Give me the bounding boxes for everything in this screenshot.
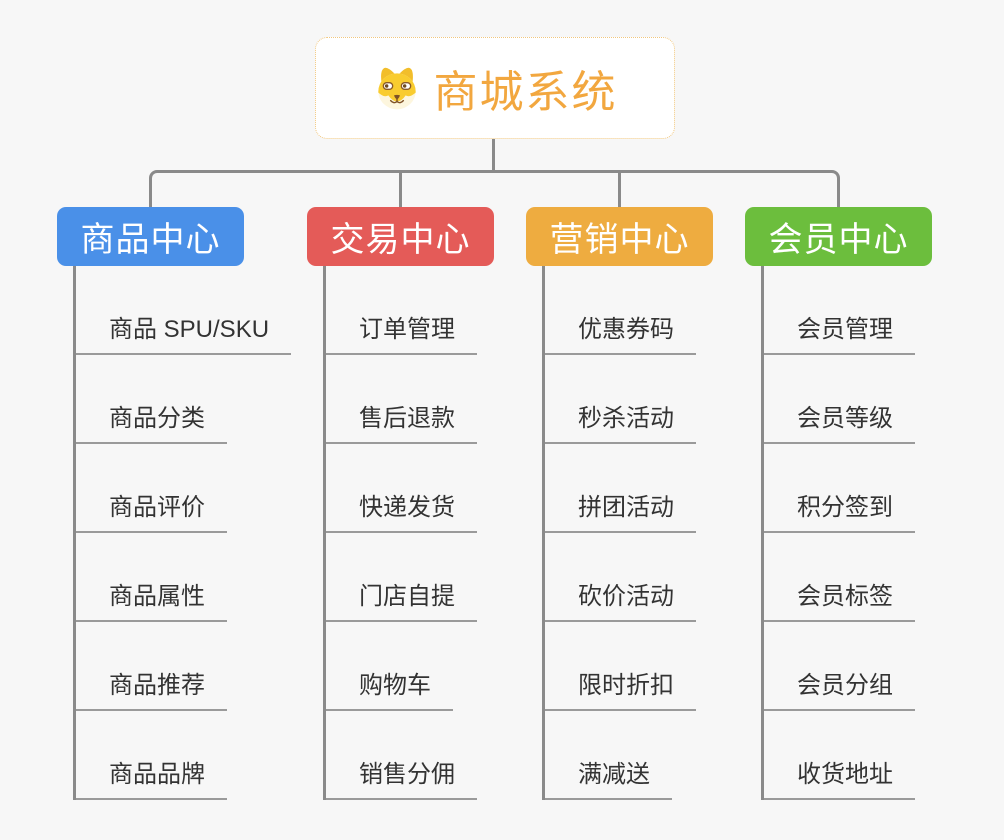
child-row: 秒杀活动 [545, 355, 713, 444]
branch-children-trade-center: 订单管理售后退款快递发货门店自提购物车销售分佣 [323, 266, 494, 800]
child-node[interactable]: 商品 SPU/SKU [76, 309, 292, 355]
connector-drop-marketing [618, 172, 621, 208]
child-node[interactable]: 满减送 [545, 754, 672, 800]
branch-header-member-center[interactable]: 会员中心 [745, 207, 932, 266]
child-row: 限时折扣 [545, 622, 713, 711]
root-node[interactable]: 商城系统 [315, 37, 675, 139]
child-row: 商品推荐 [76, 622, 244, 711]
child-node[interactable]: 快递发货 [326, 487, 477, 533]
child-node[interactable]: 会员等级 [764, 398, 915, 444]
dog-face-icon [377, 67, 416, 110]
child-node[interactable]: 限时折扣 [545, 665, 696, 711]
child-row: 收货地址 [764, 711, 932, 800]
branch-header-marketing-center[interactable]: 营销中心 [526, 207, 713, 266]
child-node[interactable]: 砍价活动 [545, 576, 696, 622]
root-title: 商城系统 [433, 68, 618, 117]
child-row: 售后退款 [326, 355, 494, 444]
child-node[interactable]: 商品评价 [76, 487, 227, 533]
child-node[interactable]: 拼团活动 [545, 487, 696, 533]
child-row: 优惠券码 [545, 266, 713, 355]
child-node[interactable]: 收货地址 [764, 754, 915, 800]
child-node[interactable]: 商品推荐 [76, 665, 227, 711]
child-node[interactable]: 门店自提 [326, 576, 477, 622]
child-node[interactable]: 商品品牌 [76, 754, 227, 800]
child-row: 会员等级 [764, 355, 932, 444]
child-row: 商品 SPU/SKU [76, 266, 292, 355]
branch-children-member-center: 会员管理会员等级积分签到会员标签会员分组收货地址 [761, 266, 932, 800]
child-row: 订单管理 [326, 266, 494, 355]
child-row: 商品属性 [76, 533, 244, 622]
connector-crossbar [149, 170, 840, 208]
child-node[interactable]: 销售分佣 [326, 754, 477, 800]
child-node[interactable]: 会员标签 [764, 576, 915, 622]
branch-header-product-center[interactable]: 商品中心 [57, 207, 244, 266]
branch-member-center: 会员中心会员管理会员等级积分签到会员标签会员分组收货地址 [745, 207, 932, 800]
child-row: 销售分佣 [326, 711, 494, 800]
branch-product-center: 商品中心商品 SPU/SKU 商品分类商品评价商品属性商品推荐商品品牌 [57, 207, 292, 800]
child-node[interactable]: 订单管理 [326, 309, 477, 355]
child-row: 商品分类 [76, 355, 244, 444]
branch-marketing-center: 营销中心优惠券码秒杀活动拼团活动砍价活动限时折扣满减送 [526, 207, 713, 800]
child-node[interactable]: 商品属性 [76, 576, 227, 622]
child-node[interactable]: 秒杀活动 [545, 398, 696, 444]
child-node[interactable]: 优惠券码 [545, 309, 696, 355]
child-node[interactable]: 积分签到 [764, 487, 915, 533]
child-row: 会员管理 [764, 266, 932, 355]
branch-children-marketing-center: 优惠券码秒杀活动拼团活动砍价活动限时折扣满减送 [542, 266, 713, 800]
child-row: 拼团活动 [545, 444, 713, 533]
child-row: 会员标签 [764, 533, 932, 622]
child-node[interactable]: 购物车 [326, 665, 453, 711]
child-node[interactable]: 售后退款 [326, 398, 477, 444]
branch-header-trade-center[interactable]: 交易中心 [307, 207, 494, 266]
child-row: 商品评价 [76, 444, 244, 533]
branch-trade-center: 交易中心订单管理售后退款快递发货门店自提购物车销售分佣 [307, 207, 494, 800]
child-row: 满减送 [545, 711, 713, 800]
child-row: 会员分组 [764, 622, 932, 711]
child-row: 购物车 [326, 622, 494, 711]
child-row: 商品品牌 [76, 711, 244, 800]
connector-drop-trade [399, 172, 402, 208]
branch-children-product-center: 商品 SPU/SKU 商品分类商品评价商品属性商品推荐商品品牌 [73, 266, 292, 800]
child-row: 快递发货 [326, 444, 494, 533]
child-node[interactable]: 会员管理 [764, 309, 915, 355]
child-node[interactable]: 商品分类 [76, 398, 227, 444]
child-row: 砍价活动 [545, 533, 713, 622]
child-node[interactable]: 会员分组 [764, 665, 915, 711]
child-row: 积分签到 [764, 444, 932, 533]
child-row: 门店自提 [326, 533, 494, 622]
connector-root-stem [492, 139, 495, 172]
